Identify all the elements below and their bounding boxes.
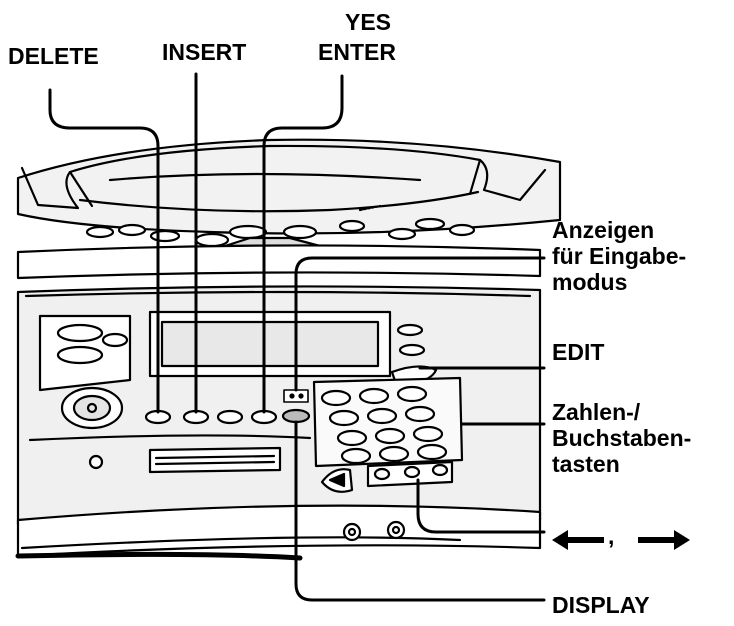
device-body (16, 244, 542, 526)
label-insert: INSERT (162, 39, 247, 65)
device-top (16, 138, 562, 248)
label-number-letter-keys: Zahlen-/ Buchstaben- tasten (552, 399, 692, 477)
label-input-mode-line: Anzeigen (552, 217, 655, 243)
leader-delete (48, 88, 160, 414)
label-enter: ENTER (318, 39, 396, 65)
label-delete: DELETE (8, 43, 99, 69)
leader-lines (48, 72, 546, 602)
label-input-mode-line: für Eingabe- (552, 242, 687, 269)
label-edit: EDIT (552, 339, 605, 365)
label-input-mode-line: modus (552, 268, 628, 295)
right-arrow-icon (638, 530, 690, 550)
leader-display (294, 420, 546, 602)
leader-arrows (416, 478, 546, 534)
label-arrow-keys: , (552, 523, 702, 554)
label-yes: YES (345, 9, 392, 35)
label-keys-line: Buchstaben- (552, 424, 692, 451)
label-keys-line: tasten (552, 450, 620, 477)
left-arrow-icon (552, 530, 604, 550)
arrow-separator: , (608, 523, 615, 549)
device-base (15, 504, 542, 561)
label-display: DISPLAY (552, 592, 650, 618)
label-input-mode-indicator: Anzeigen für Eingabe- modus (552, 217, 687, 295)
leader-input-mode (294, 256, 546, 392)
leader-enter (262, 74, 344, 414)
label-keys-line: Zahlen-/ (552, 399, 641, 425)
